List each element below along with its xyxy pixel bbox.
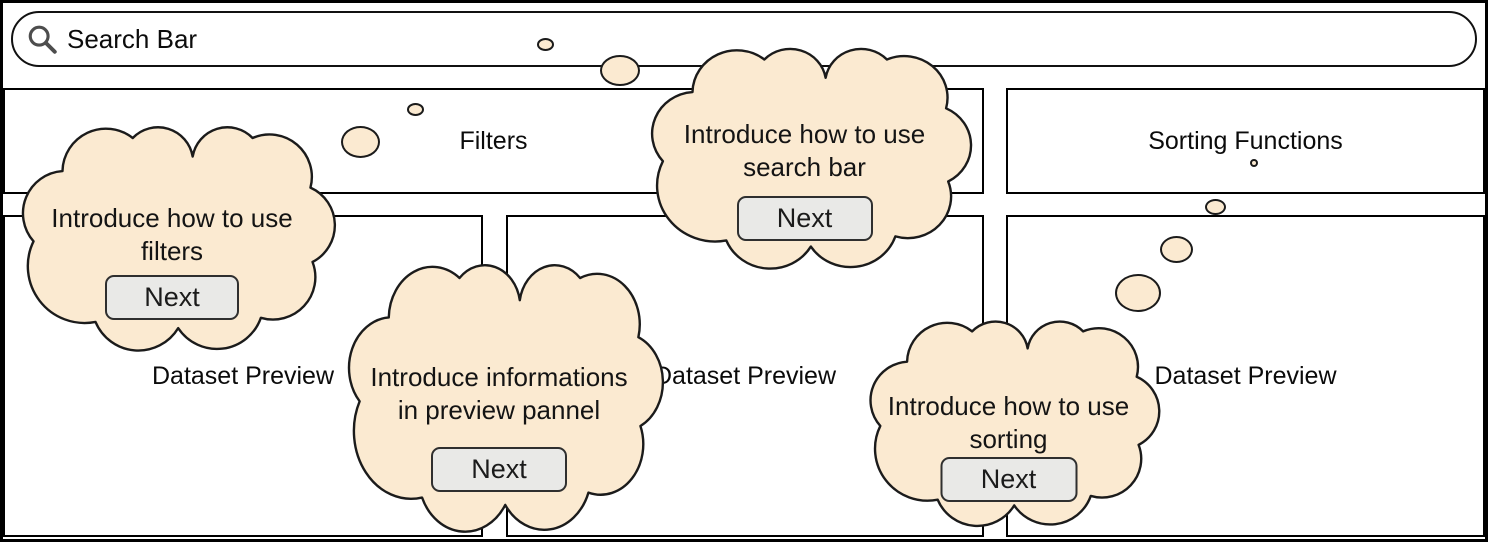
dataset-preview-label-left: Dataset Preview bbox=[151, 361, 335, 390]
tour-callout-text: Introduce informations in preview pannel bbox=[343, 361, 655, 427]
thought-cloud-icon bbox=[343, 241, 655, 537]
thought-cloud-icon bbox=[17, 107, 327, 355]
thought-cloud-icon bbox=[646, 29, 963, 273]
thought-trail-bubble-icon bbox=[1115, 274, 1161, 312]
tour-text-line: Introduce how to use bbox=[887, 391, 1130, 421]
filters-label: Filters bbox=[459, 126, 528, 155]
tour-text-line: sorting bbox=[969, 424, 1048, 454]
thought-trail-bubble-icon bbox=[1160, 236, 1193, 263]
thought-trail-bubble-icon bbox=[341, 126, 380, 158]
thought-trail-bubble-icon bbox=[1205, 199, 1226, 215]
tour-text-line: filters bbox=[140, 236, 204, 266]
tour-callout-text: Introduce how to use filters bbox=[17, 202, 327, 268]
next-button[interactable]: Next bbox=[940, 457, 1077, 502]
next-button[interactable]: Next bbox=[431, 447, 567, 492]
tour-text-line: Introduce how to use bbox=[683, 119, 926, 149]
sorting-functions-label: Sorting Functions bbox=[1148, 126, 1343, 155]
tour-text-line: Introduce how to use bbox=[51, 203, 293, 233]
tour-text-line: in preview pannel bbox=[397, 395, 601, 425]
thought-trail-bubble-icon bbox=[407, 103, 424, 116]
tour-callout-filters: Introduce how to use filters Next bbox=[17, 107, 327, 355]
tour-callout-sorting: Introduce how to use sorting Next bbox=[865, 303, 1152, 530]
tour-text-line: Introduce informations bbox=[370, 362, 628, 392]
tour-callout-text: Introduce how to use search bar bbox=[646, 118, 963, 184]
tour-callout-search-bar: Introduce how to use search bar Next bbox=[646, 29, 963, 273]
dataset-preview-label-right: Dataset Preview bbox=[1154, 361, 1337, 390]
tour-text-line: search bar bbox=[743, 152, 866, 182]
tour-callout-preview-panel: Introduce informations in preview pannel… bbox=[343, 241, 655, 537]
search-bar-label: Search Bar bbox=[67, 23, 198, 54]
next-button[interactable]: Next bbox=[736, 196, 873, 241]
search-icon bbox=[28, 25, 57, 54]
thought-trail-bubble-icon bbox=[537, 38, 554, 51]
thought-trail-bubble-icon bbox=[600, 55, 640, 86]
sorting-functions-panel: Sorting Functions bbox=[1006, 88, 1485, 194]
dataset-preview-label-middle: Dataset Preview bbox=[653, 361, 837, 390]
tour-callout-text: Introduce how to use sorting bbox=[865, 390, 1152, 456]
thought-trail-bubble-icon bbox=[1250, 159, 1258, 167]
next-button[interactable]: Next bbox=[105, 275, 239, 320]
